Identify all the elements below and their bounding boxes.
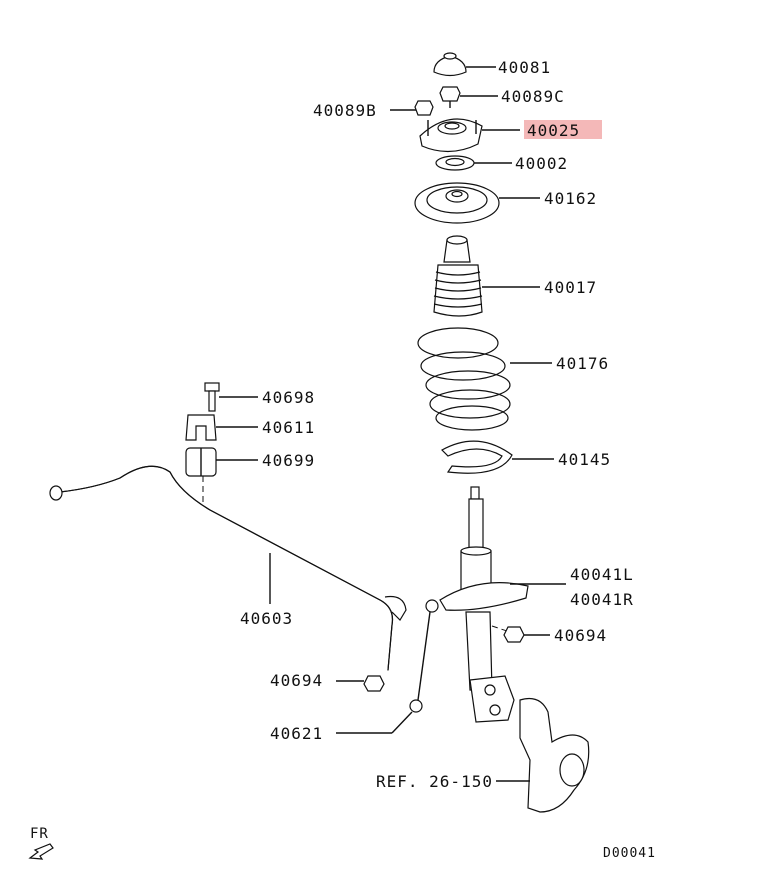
- part-40621-stabilizer-link[interactable]: [409, 599, 439, 713]
- label-40698: 40698: [262, 388, 315, 407]
- label-40002: 40002: [515, 154, 568, 173]
- label-40017: 40017: [544, 278, 597, 297]
- part-40025-strut-mount[interactable]: [419, 118, 483, 153]
- part-40611-bracket[interactable]: [185, 414, 217, 441]
- part-knuckle-ref[interactable]: [519, 697, 590, 813]
- part-40699-bushing[interactable]: [185, 447, 217, 477]
- part-40162-upper-seat[interactable]: [414, 182, 500, 224]
- part-40603-stabilizer-bar[interactable]: [49, 465, 407, 671]
- label-40694-right: 40694: [554, 626, 607, 645]
- label-diagram-code: D00041: [603, 846, 656, 861]
- label-40694-left: 40694: [270, 671, 323, 690]
- label-40041r: 40041R: [570, 590, 634, 609]
- part-40145-lower-insulator[interactable]: [441, 440, 513, 474]
- part-40176-coil-spring[interactable]: [417, 327, 511, 431]
- label-40176: 40176: [556, 354, 609, 373]
- label-fr: FR: [30, 826, 49, 842]
- part-40089c-nut[interactable]: [439, 86, 461, 108]
- label-40603: 40603: [240, 609, 293, 628]
- label-40162: 40162: [544, 189, 597, 208]
- part-40694-nut-left[interactable]: [363, 675, 385, 692]
- label-40025: 40025: [527, 121, 580, 140]
- highlight-40025: [524, 120, 602, 139]
- part-40041-strut[interactable]: [439, 486, 529, 723]
- label-40089c: 40089C: [501, 87, 565, 106]
- label-40621: 40621: [270, 724, 323, 743]
- part-40089b-nut[interactable]: [414, 100, 434, 116]
- part-40081-cap[interactable]: [433, 52, 467, 77]
- part-40694-nut-right[interactable]: [503, 626, 525, 643]
- label-40145: 40145: [558, 450, 611, 469]
- part-40017-dust-boot[interactable]: [433, 235, 483, 317]
- label-ref-26-150: REF. 26-150: [376, 772, 493, 791]
- fr-arrow-icon: [28, 843, 54, 860]
- label-40611: 40611: [262, 418, 315, 437]
- label-40699: 40699: [262, 451, 315, 470]
- part-40698-bolt[interactable]: [204, 382, 220, 412]
- label-40041l: 40041L: [570, 565, 634, 584]
- part-40002-bearing[interactable]: [435, 155, 475, 171]
- label-40089b: 40089B: [313, 101, 377, 120]
- label-40081: 40081: [498, 58, 551, 77]
